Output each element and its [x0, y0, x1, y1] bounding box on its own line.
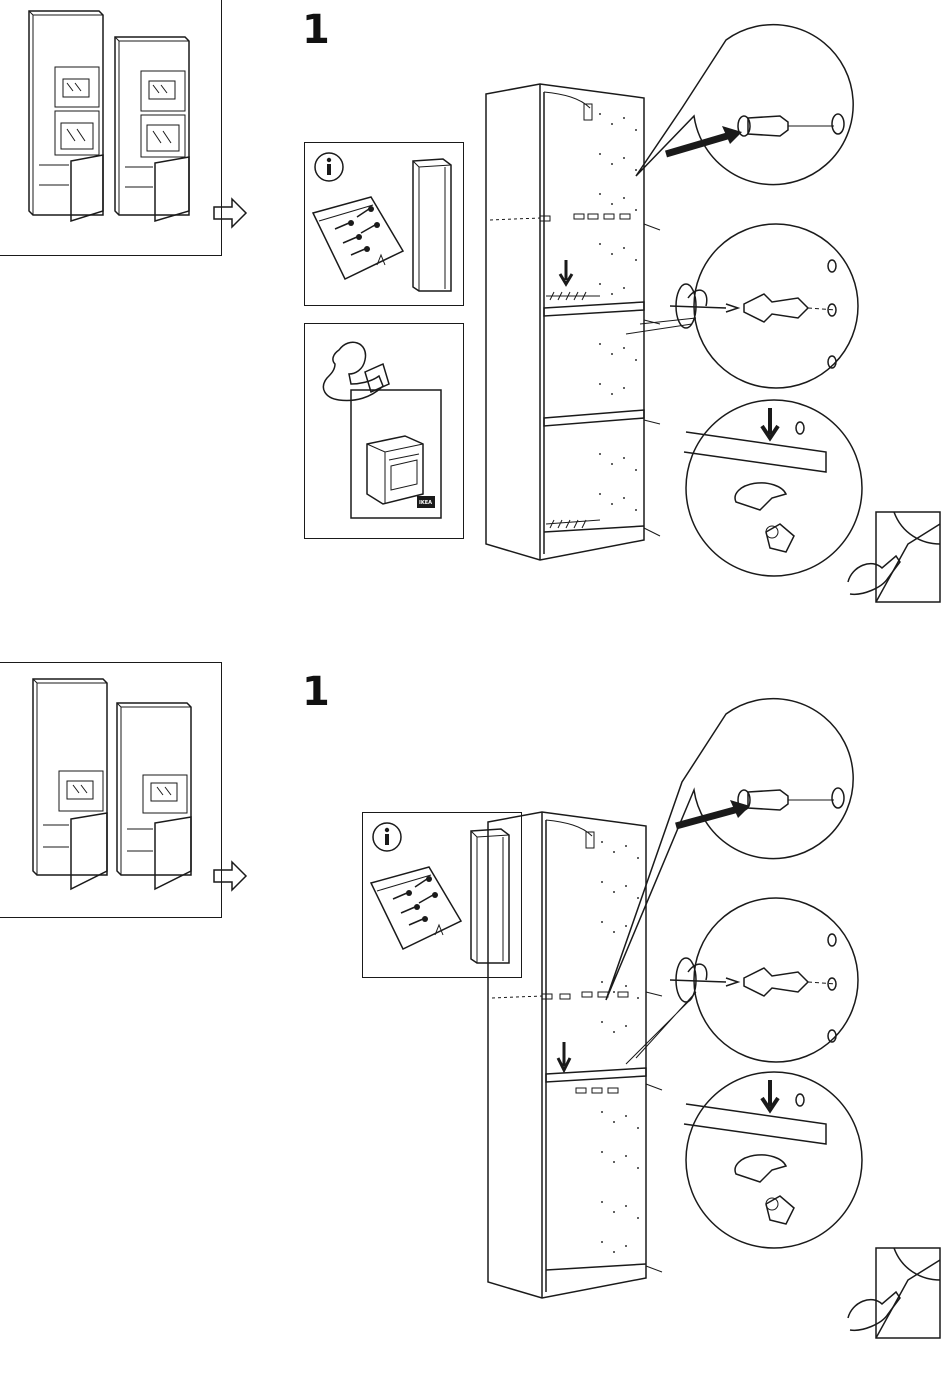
hollow-arrow-right-icon: [210, 858, 250, 894]
shelf-lock-detail: [676, 1064, 876, 1264]
screw-insert-detail: [686, 214, 886, 414]
brand-mark: IKEA: [419, 500, 432, 506]
assembly-step-top: 1: [0, 0, 950, 640]
cabinet-frame-illustration: [480, 84, 660, 564]
oven-reference-box: IKEA: [304, 323, 464, 539]
variant-thumbnail: [0, 0, 222, 256]
step-number: 1: [302, 10, 330, 50]
step-number: 1: [302, 672, 330, 712]
dowel-insert-detail: [686, 700, 886, 900]
hardware-bag-illustration: [305, 143, 463, 305]
variant-thumbnail: [0, 662, 222, 918]
shelf-peg-holes: [601, 841, 639, 1253]
manual-reference-illustration: IKEA: [305, 324, 463, 538]
assembly-step-bottom: 1: [0, 660, 950, 1360]
cabinet-frame-illustration: [482, 812, 662, 1302]
hollow-arrow-right-icon: [210, 195, 250, 231]
page-turn-icon: [842, 1240, 942, 1340]
cabinet-variants-illustration: [0, 663, 221, 917]
cabinet-variants-illustration: [0, 0, 221, 255]
dowel-insert-detail: [686, 26, 886, 226]
screw-insert-detail: [686, 888, 886, 1088]
screw-icons: [335, 206, 380, 255]
dowel-row: [490, 214, 630, 221]
info-hardware-box: [304, 142, 464, 306]
screw-icons: [393, 876, 438, 925]
page-turn-icon: [842, 504, 942, 604]
